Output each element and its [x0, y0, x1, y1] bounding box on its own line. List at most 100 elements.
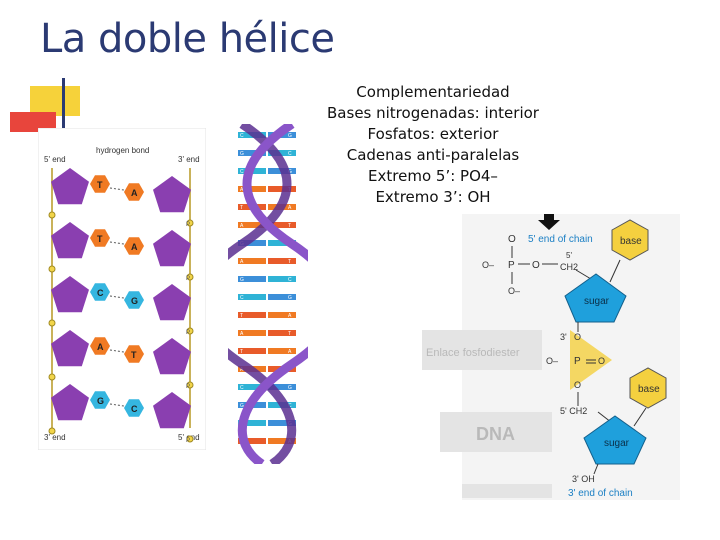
- helix-base-label-right: G: [288, 385, 292, 391]
- bullet-text-block: Complementariedad Bases nitrogenadas: in…: [318, 82, 548, 208]
- helix-rung-right: [268, 150, 296, 156]
- text-line: Extremo 3’: OH: [375, 188, 491, 206]
- hydrogen-bond-label: hydrogen bond: [96, 146, 149, 155]
- helix-rung-left: [238, 420, 266, 426]
- helix-base-label-left: G: [240, 151, 244, 157]
- sugar-right: [153, 230, 191, 267]
- helix-rung-right: [268, 186, 296, 192]
- phosphate-left: [48, 319, 56, 327]
- helix-rung-left: [238, 312, 266, 318]
- dna-label: DNA: [476, 424, 515, 444]
- phosphate-right: [186, 381, 194, 389]
- phosphate-label: P: [186, 384, 190, 390]
- base-right: [124, 291, 144, 309]
- phosphate-left: [48, 265, 56, 273]
- sugar-right: [153, 338, 191, 375]
- helix-base-label-right: C: [288, 277, 292, 283]
- p-label-top: P: [508, 260, 515, 271]
- helix-base-label-right: A: [288, 205, 292, 211]
- base-left: [90, 229, 110, 247]
- base-right: [124, 237, 144, 255]
- helix-strand-front: [237, 124, 308, 464]
- helix-base-label-left: T: [240, 205, 243, 211]
- dna-ladder-diagram: 5' end 3' end hydrogen bond 3' end 5' en…: [38, 128, 206, 450]
- helix-rung-left: [238, 240, 266, 246]
- helix-rung-right: [268, 438, 296, 444]
- sugar-right: [153, 392, 191, 429]
- helix-rung-right: [268, 258, 296, 264]
- o-label-mid: O: [532, 260, 540, 271]
- helix-rung-right: [268, 276, 296, 282]
- three-prime-label-mid: 3': [560, 332, 567, 342]
- helix-rung-left: [238, 294, 266, 300]
- three-end-label-left: 3' end: [44, 433, 66, 442]
- helix-base-label-left: G: [240, 403, 244, 409]
- sugar-left: [51, 168, 89, 205]
- base-letter-right: A: [131, 242, 138, 252]
- base-letter-left: A: [97, 342, 104, 352]
- helix-rung-right: [268, 312, 296, 318]
- base-label-top: base: [620, 236, 642, 247]
- helix-rung-right: [268, 240, 296, 246]
- helix-base-label-left: T: [240, 349, 243, 355]
- base-letter-left: T: [97, 234, 103, 244]
- helix-base-label-right: C: [288, 151, 292, 157]
- decor-vertical-line: [62, 78, 65, 134]
- sugar-left: [51, 330, 89, 367]
- helix-base-label-right: G: [288, 133, 292, 139]
- helix-rung-left: [238, 276, 266, 282]
- base-letter-left: C: [97, 288, 104, 298]
- base-letter-left: G: [97, 396, 104, 406]
- helix-rung-left: [238, 186, 266, 192]
- nucleotide-chemistry-diagram: 5' end of chain base O O– P O O– CH2 5' …: [422, 214, 680, 500]
- helix-rung-left: [238, 258, 266, 264]
- phosphate-right: [186, 219, 194, 227]
- five-ch2-label: 5' CH2: [560, 406, 587, 416]
- base-left: [90, 283, 110, 301]
- helix-base-label-left: A: [240, 367, 244, 373]
- helix-rung-right: [268, 420, 296, 426]
- helix-rung-left: [238, 348, 266, 354]
- base-left: [90, 337, 110, 355]
- base-right: [124, 399, 144, 417]
- base-letter-right: A: [131, 188, 138, 198]
- phosphate-left: [48, 373, 56, 381]
- helix-base-label-right: G: [288, 295, 292, 301]
- text-line: Extremo 5’: PO4–: [368, 167, 498, 185]
- phosphate-left: [48, 427, 56, 435]
- o-minus-label-link: O–: [546, 356, 558, 366]
- helix-base-label-left: C: [240, 169, 244, 175]
- text-line: Complementariedad: [356, 83, 510, 101]
- helix-rung-left: [238, 150, 266, 156]
- base-letter-left: T: [97, 180, 103, 190]
- base-left: [90, 175, 110, 193]
- text-line: Bases nitrogenadas: interior: [327, 104, 539, 122]
- helix-base-label-right: T: [288, 259, 291, 265]
- helix-base-label-right: T: [288, 331, 291, 337]
- phosphate-label: P: [186, 330, 190, 336]
- helix-base-label-right: A: [288, 313, 292, 319]
- enlace-fosfodiester-label: Enlace fosfodiester: [426, 347, 520, 359]
- sugar-right: [153, 284, 191, 321]
- helix-rung-right: [268, 330, 296, 336]
- helix-base-label-left: C: [240, 133, 244, 139]
- p-label-link: P: [574, 356, 581, 367]
- helix-base-label-left: A: [240, 259, 244, 265]
- helix-base-label-right: C: [288, 403, 292, 409]
- o-minus-label: O–: [482, 260, 494, 270]
- sugar-left: [51, 384, 89, 421]
- phosphate-right: [186, 273, 194, 281]
- five-prime-top: 5': [566, 251, 572, 260]
- helix-rung-left: [238, 330, 266, 336]
- helix-base-label-left: C: [240, 385, 244, 391]
- decor-yellow-block: [30, 86, 80, 116]
- text-line: Fosfatos: exterior: [367, 125, 499, 143]
- helix-rung-left: [238, 438, 266, 444]
- helix-rung-right: [268, 294, 296, 300]
- sugar-left: [51, 222, 89, 259]
- helix-rung-right: [268, 222, 296, 228]
- sugar-pentagon-bottom: [583, 415, 647, 465]
- base-letter-right: C: [131, 404, 138, 414]
- helix-base-label-right: G: [288, 169, 292, 175]
